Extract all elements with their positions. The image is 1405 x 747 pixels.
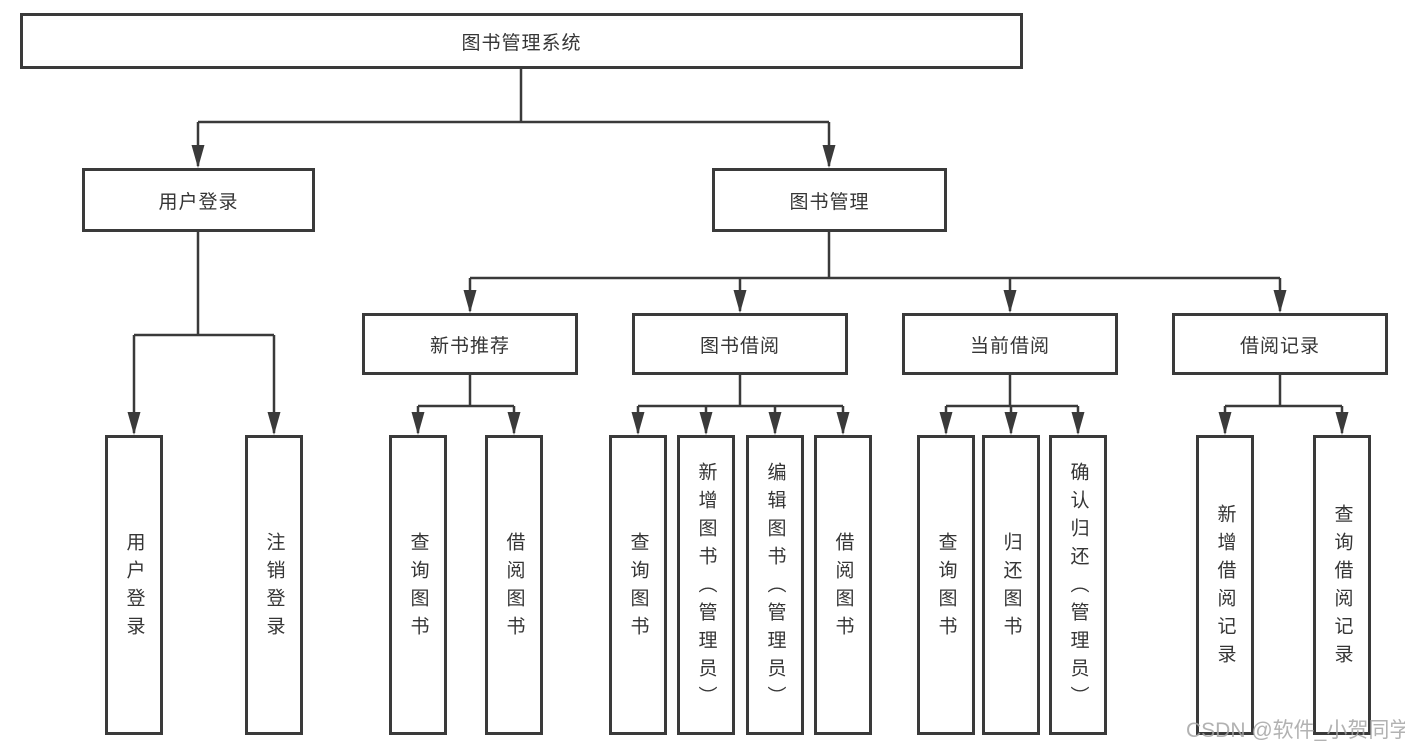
connector-book-borrow-to-leaves <box>631 375 850 435</box>
leaf-add-books-admin: 新增图书（管理员） <box>677 435 735 735</box>
leaf-add-borrow-record: 新增借阅记录 <box>1196 435 1254 735</box>
connector-borrow-records-to-leaves <box>1218 375 1349 435</box>
node-book-management: 图书管理 <box>712 168 947 232</box>
node-new-book-recommend: 新书推荐 <box>362 313 578 375</box>
leaf-query-borrow-record: 查询借阅记录 <box>1313 435 1371 735</box>
connector-user-login-to-leaves <box>127 232 281 435</box>
connector-root-to-level2 <box>191 69 836 168</box>
leaf-query-books-borrow: 查询图书 <box>609 435 667 735</box>
csdn-watermark: CSDN @软件_小贺同学 <box>1186 719 1405 742</box>
leaf-return-books: 归还图书 <box>982 435 1040 735</box>
node-current-borrow: 当前借阅 <box>902 313 1118 375</box>
connector-book-management-to-level3 <box>463 232 1287 313</box>
leaf-query-books-recommend: 查询图书 <box>389 435 447 735</box>
connector-current-borrow-to-leaves <box>939 375 1085 435</box>
leaf-user-login: 用户登录 <box>105 435 163 735</box>
leaf-edit-books-admin: 编辑图书（管理员） <box>746 435 804 735</box>
node-borrow-records: 借阅记录 <box>1172 313 1388 375</box>
connector-new-book-recommend-to-leaves <box>411 375 521 435</box>
node-library-management-system: 图书管理系统 <box>20 13 1023 69</box>
node-book-borrow: 图书借阅 <box>632 313 848 375</box>
leaf-borrow-books: 借阅图书 <box>814 435 872 735</box>
leaf-query-books-current: 查询图书 <box>917 435 975 735</box>
node-user-login: 用户登录 <box>82 168 315 232</box>
leaf-logout: 注销登录 <box>245 435 303 735</box>
leaf-borrow-books-recommend: 借阅图书 <box>485 435 543 735</box>
leaf-confirm-return-admin: 确认归还（管理员） <box>1049 435 1107 735</box>
